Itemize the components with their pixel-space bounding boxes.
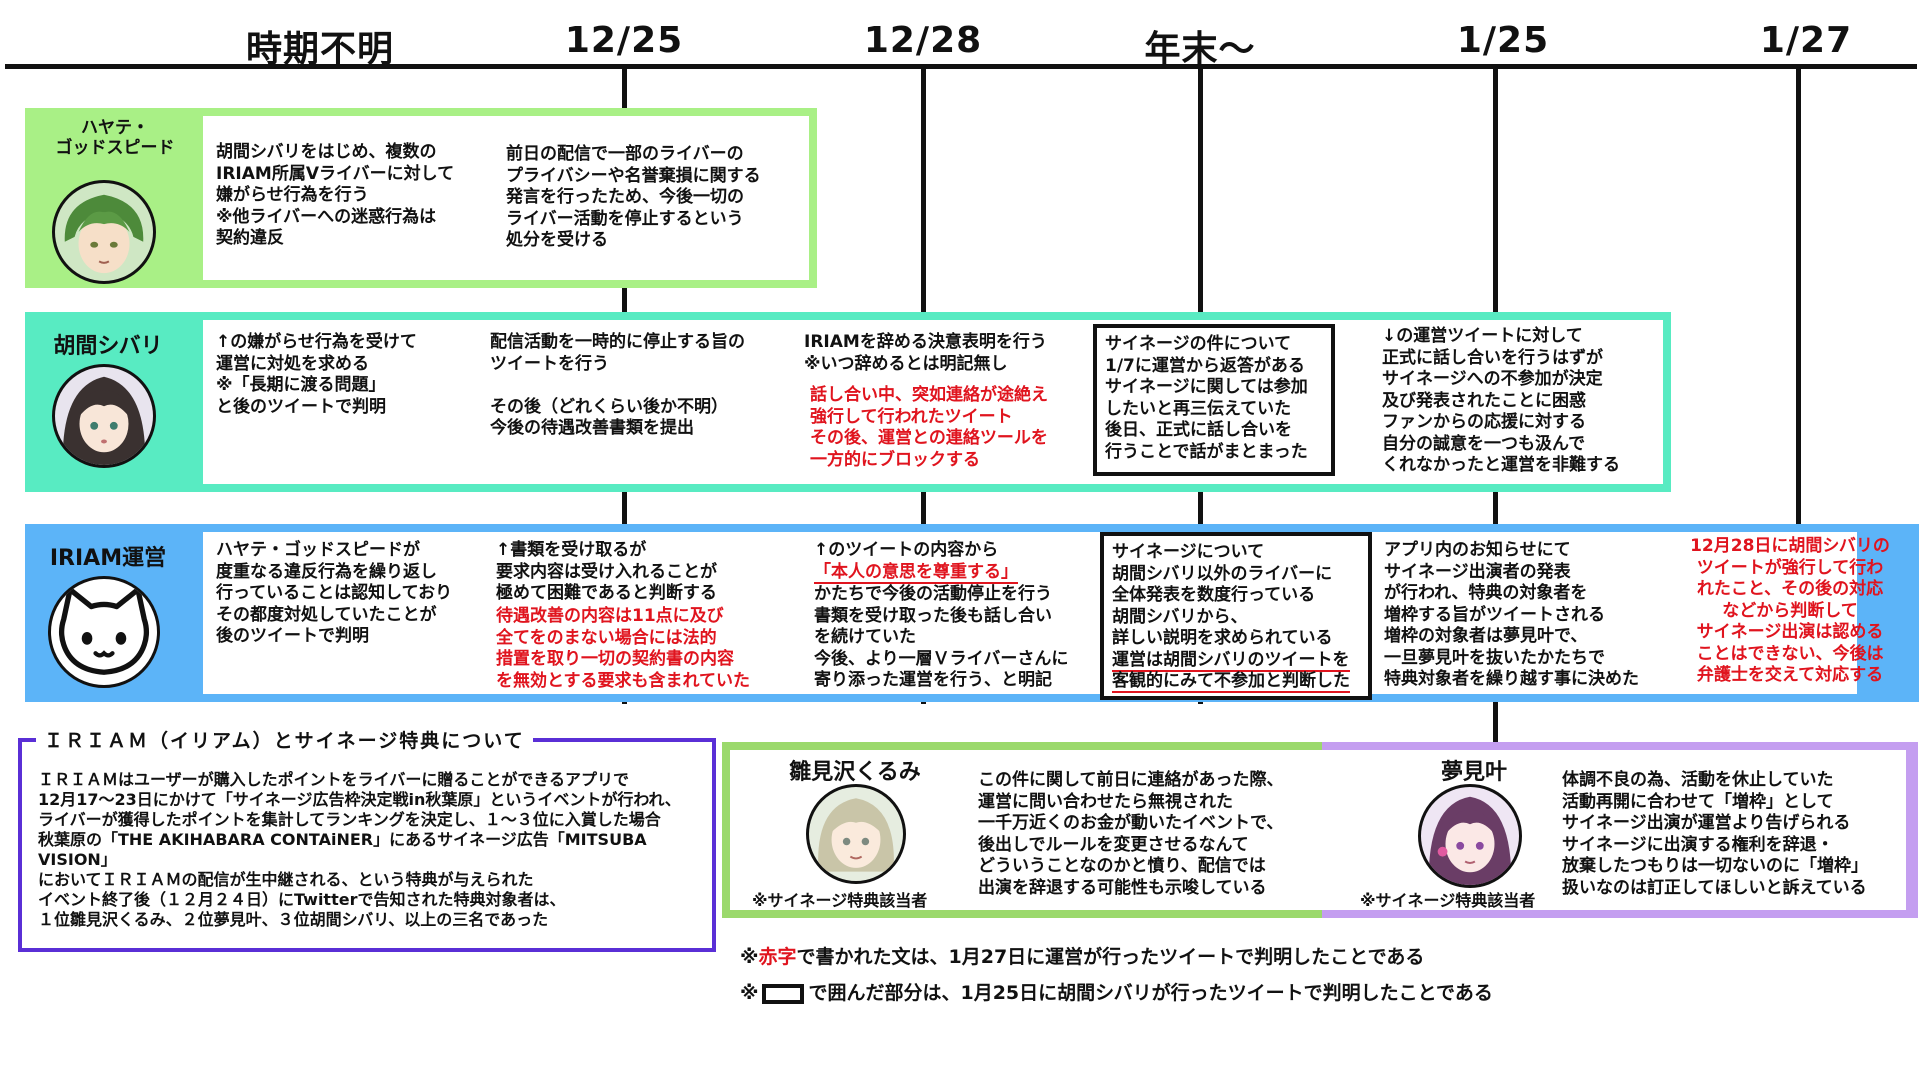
kanae-avatar-icon — [1418, 784, 1522, 888]
iriam-event-0125: アプリ内のお知らせにて サイネージ出演者の発表 が行われ、特典の対象者を 増枠す… — [1384, 540, 1639, 689]
timeline-axis — [5, 64, 1917, 69]
shibari-row — [25, 312, 1671, 492]
iriam-event-1228-a: ↑のツイートの内容から — [814, 540, 999, 560]
iriam-event-year-end-a: サイネージについて 胡間シバリ以外のライバーに 全体発表を数度行っている 胡間シ… — [1112, 542, 1333, 648]
iriam-event-1228-b: 「本人の意思を尊重する」 — [814, 562, 1024, 584]
shibari-event-unknown: ↑の嫌がらせ行為を受けて 運営に対処を求める ※「長期に渡る問題」 と後のツイー… — [216, 332, 417, 417]
info-box — [18, 738, 716, 952]
date-line-0127 — [1796, 64, 1801, 534]
iriam-event-1225-red: 待遇改善の内容は11点に及び 全てをのまない場合には法的 措置を取り一切の契約書… — [496, 606, 750, 691]
kurumi-caption: ※サイネージ特典該当者 — [752, 891, 928, 910]
iriam-row-body — [203, 532, 1857, 694]
date-label-1225: 12/25 — [564, 20, 684, 61]
hayate-event-unknown: 胡間シバリをはじめ、複数の IRIAM所属Vライバーに対して 嫌がらせ行為を行う… — [216, 142, 455, 248]
info-box-paragraph-1: ＩＲＩＡＭはユーザーが購入したポイントをライバーに贈ることができるアプリで 12… — [38, 770, 681, 889]
shibari-avatar-icon — [52, 364, 156, 468]
note-2-rest: で囲んだ部分は、1月25日に胡間シバリが行ったツイートで判明したことである — [808, 982, 1493, 1004]
date-label-0125: 1/25 — [1456, 20, 1550, 61]
note-1-rest: で書かれた文は、1月27日に運営が行ったツイートで判明したことである — [796, 946, 1425, 968]
hayate-name: ハヤテ・ ゴッドスピード — [55, 118, 175, 158]
shibari-event-year-end-boxed: サイネージの件について 1/7に運営から返答がある サイネージに関しては参加 し… — [1093, 324, 1335, 476]
hayate-avatar-icon — [52, 180, 156, 284]
kanae-box-right-edge — [1910, 742, 1918, 918]
iriam-event-0127-red: 12月28日に胡間シバリの ツイートが強行して行わ れたこと、その後の対応 など… — [1690, 536, 1890, 685]
date-label-unknown: 時期不明 — [245, 29, 394, 70]
hayate-row — [25, 108, 817, 288]
iriam-event-year-end-boxed: サイネージについて 胡間シバリ以外のライバーに 全体発表を数度行っている 胡間シ… — [1100, 532, 1372, 700]
iriam-logo-icon — [48, 576, 160, 688]
iriam-event-1225: ↑書類を受け取るが 要求内容は受け入れることが 極めて困難であると判断する — [496, 540, 717, 603]
date-label-year-end: 年末〜 — [1144, 29, 1256, 70]
kanae-name: 夢見叶 — [1440, 760, 1507, 785]
note-1-prefix: ※ — [740, 946, 759, 968]
kanae-text: 体調不良の為、活動を休止していた 活動再開に合わせて「増枠」として サイネージ出… — [1562, 770, 1868, 898]
iriam-event-unknown: ハヤテ・ゴッドスピードが 度重なる違反行為を繰り返し 行っていることは認知してお… — [216, 540, 453, 646]
kurumi-text: この件に関して前日に連絡があった際、 運営に問い合わせたら無視された 一千万近く… — [978, 770, 1284, 898]
shibari-row-body — [203, 320, 1663, 484]
judged-nonparticipation: 運営は胡間シバリのツイートを 客観的にみて不参加と判断した — [1112, 649, 1350, 693]
shibari-event-1225: 配信活動を一時的に停止する旨の ツイートを行う その後（どれくらい後か不明） 今… — [490, 332, 745, 438]
info-box-title: ＩＲＩＡＭ（イリアム）とサイネージ特典について — [36, 726, 533, 753]
note-boxed: ※ で囲んだ部分は、1月25日に胡間シバリが行ったツイートで判明したことである — [740, 978, 1493, 1005]
kurumi-box — [722, 742, 1918, 918]
hayate-row-body — [203, 116, 809, 280]
date-label-1228: 12/28 — [863, 20, 983, 61]
date-label-0127: 1/27 — [1759, 20, 1853, 61]
note-2-prefix: ※ — [740, 982, 759, 1004]
hayate-event-1225: 前日の配信で一部のライバーの プライバシーや名誉棄損に関する 発言を行ったため、… — [506, 144, 761, 250]
respect-will-quote: 「本人の意思を尊重する」 — [814, 562, 1018, 584]
legend-box-icon — [762, 983, 805, 1004]
info-box-paragraph-2: イベント終了後（１２月２４日）にTwitterで告知された特典対象者は、 １位雛… — [38, 890, 566, 929]
kanae-box-top-edge — [1322, 742, 1918, 750]
iriam-row — [25, 524, 1919, 702]
shibari-event-1228-red: 話し合い中、突如連絡が途絶え 強行して行われたツイート その後、運営との連絡ツー… — [810, 385, 1048, 470]
note-red-text: ※赤字で書かれた文は、1月27日に運営が行ったツイートで判明したことである — [740, 942, 1424, 969]
iriam-name: IRIAM運営 — [49, 546, 167, 571]
shibari-event-1228: IRIAMを辞める決意表明を行う ※いつ辞めるとは明記無し — [804, 332, 1047, 374]
iriam-event-year-end-b: 運営は胡間シバリのツイートを 客観的にみて不参加と判断した — [1112, 649, 1372, 693]
kurumi-name: 雛見沢くるみ — [789, 760, 921, 785]
shibari-event-0125: ↓の運営ツイートに対して 正式に話し合いを行うはずが サイネージへの不参加が決定… — [1382, 326, 1620, 475]
kanae-caption: ※サイネージ特典該当者 — [1360, 891, 1536, 910]
iriam-event-1228-c: かたちで今後の活動停止を行う 書類を受け取った後も話し合い を続けていた 今後、… — [814, 584, 1069, 690]
kanae-box-bottom-edge — [1322, 910, 1918, 918]
kurumi-avatar-icon — [806, 784, 906, 884]
note-1-red-word: 赤字 — [758, 946, 797, 968]
shibari-name: 胡間シバリ — [53, 334, 163, 359]
